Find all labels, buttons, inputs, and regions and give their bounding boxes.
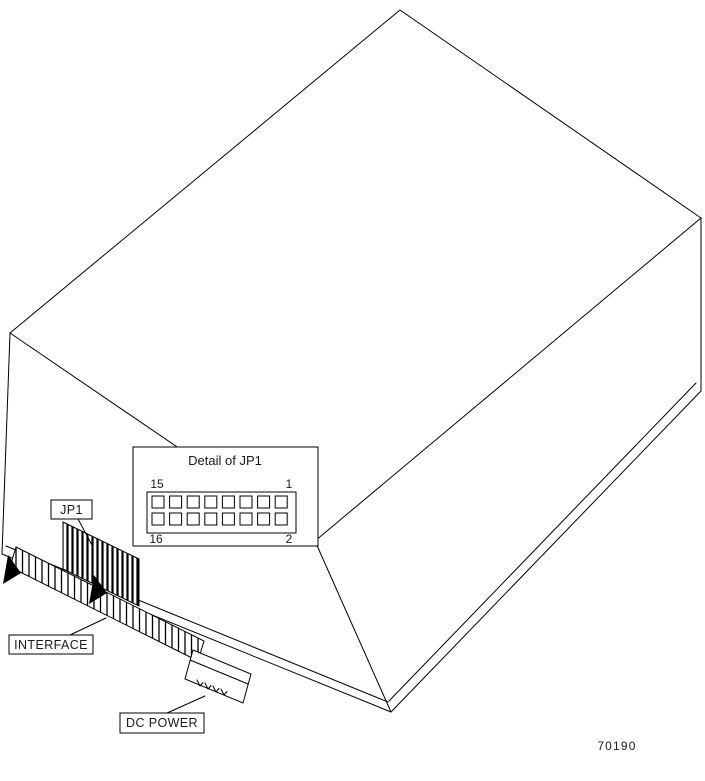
figure-number: 70190	[597, 739, 636, 753]
jumper-pin	[239, 495, 253, 509]
dc-power-pin	[204, 682, 212, 690]
detail-pin-number-bottom-right: 2	[286, 532, 293, 546]
dc-power-pin	[220, 688, 228, 696]
jp1-detail-inset: Detail of JP1 15 1 16 2	[132, 446, 319, 547]
detail-pin-number-top-right: 1	[286, 477, 293, 491]
interface-label-box	[8, 634, 94, 655]
jumper-pin	[151, 512, 165, 526]
dc-power-pin	[196, 679, 204, 687]
dc-power-top-edge	[189, 659, 249, 685]
detail-box-title: Detail of JP1	[188, 453, 262, 468]
dc-power-leader-line	[166, 695, 206, 714]
jumper-pin	[169, 512, 183, 526]
interface-label: INTERFACE	[14, 638, 88, 652]
jp1-jumper-block	[62, 521, 140, 607]
jumper-pin	[169, 495, 183, 509]
chassis-base-rim-right	[388, 382, 697, 702]
jumper-pin	[274, 512, 288, 526]
dc-power-label-box	[119, 712, 205, 734]
jumper-pin	[274, 495, 288, 509]
dc-power-pin	[212, 685, 220, 693]
detail-pin-number-top-left: 15	[150, 477, 164, 491]
dc-power-connector	[184, 649, 252, 704]
interface-callout: INTERFACE	[8, 634, 94, 655]
jumper-pin	[221, 512, 235, 526]
jp1-label-box	[50, 499, 93, 520]
jumper-pin	[186, 512, 200, 526]
dc-power-body	[184, 649, 252, 704]
jumper-pin	[204, 495, 218, 509]
jumper-pin	[221, 495, 235, 509]
dc-power-label: DC POWER	[126, 716, 198, 730]
jumper-pin	[257, 512, 271, 526]
chassis-top-right-edge	[314, 217, 702, 542]
jumper-pin	[186, 495, 200, 509]
jp1-callout: JP1	[50, 499, 93, 520]
detail-pin-grid	[151, 495, 288, 526]
dc-power-callout: DC POWER	[119, 712, 205, 734]
jumper-pin	[239, 512, 253, 526]
jumper-pin	[204, 512, 218, 526]
jumper-pin	[257, 495, 271, 509]
pin1-marker-jp1-triangle-icon	[89, 575, 107, 604]
jp1-jumper-body	[62, 521, 140, 607]
jp1-leader-line	[77, 518, 94, 548]
pin1-marker-left-triangle-icon	[3, 555, 21, 584]
interface-leader-line	[69, 617, 107, 636]
jp1-label: JP1	[60, 503, 83, 517]
chassis-front-corner-edge	[314, 540, 392, 713]
detail-pin-number-bottom-left: 16	[149, 532, 163, 546]
jumper-pin	[151, 495, 165, 509]
